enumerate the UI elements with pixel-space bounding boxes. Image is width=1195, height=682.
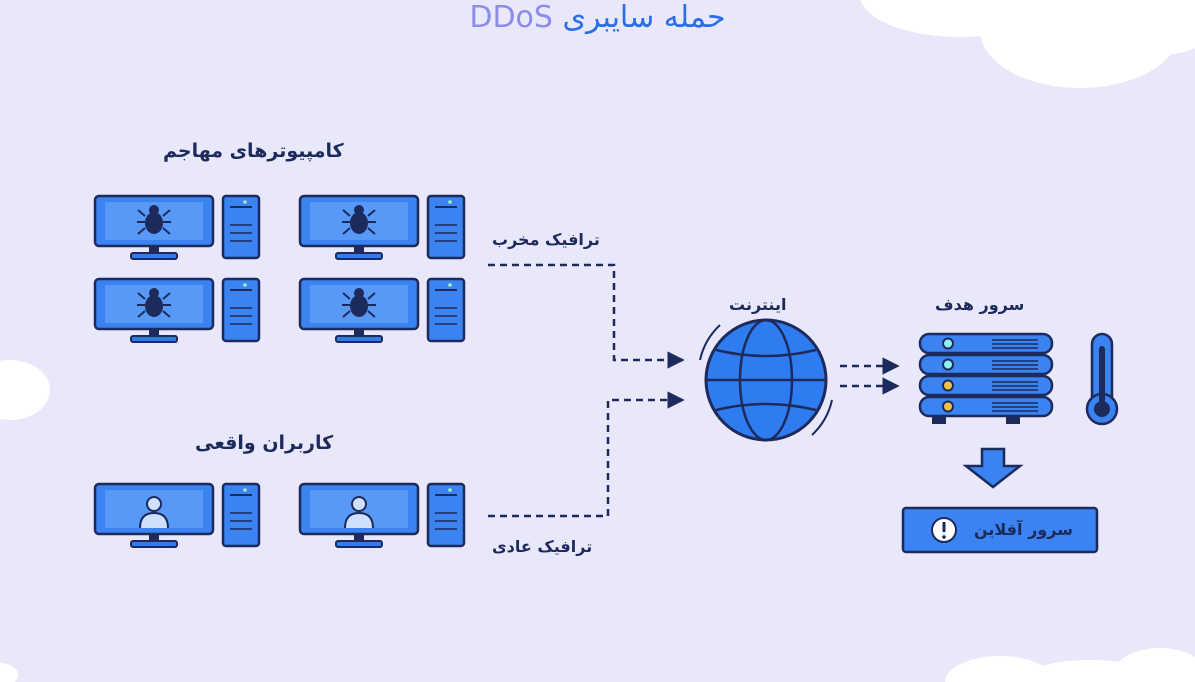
internet-label: اینترنت (729, 295, 787, 314)
globe-icon (699, 318, 833, 442)
page-title: حمله سایبری DDoS (0, 0, 1195, 35)
attacker-computer-icon (298, 194, 466, 261)
attacker-computer-icon (298, 277, 466, 344)
normal-traffic-arrow (488, 391, 685, 518)
target-server-label: سرور هدف (935, 295, 1025, 314)
cloud-left (0, 360, 50, 420)
malicious-traffic-arrow (488, 263, 685, 369)
user-computer-icon (93, 482, 261, 549)
title-persian: حمله سایبری (562, 0, 726, 35)
server-offline-box (901, 506, 1099, 554)
attacker-computer-icon (93, 194, 261, 261)
attacker-computer-icon (93, 277, 261, 344)
server-offline-label: سرور آفلاین (974, 520, 1073, 539)
attackers-label: کامپیوترهای مهاجم (163, 140, 344, 162)
cloud-bottom-left (0, 663, 18, 682)
cloud-bottom-right (945, 648, 1195, 682)
malicious-traffic-label: ترافیک مخرب (492, 230, 600, 249)
user-computer-icon (298, 482, 466, 549)
server-rack-icon (918, 332, 1054, 424)
title-ddos: DDoS (469, 0, 553, 35)
arrow-down-icon (962, 447, 1024, 489)
normal-traffic-label: ترافیک عادی (492, 537, 593, 556)
thermometer-icon (1085, 332, 1119, 426)
real-users-label: کاربران واقعی (195, 432, 334, 454)
cloud-top-right (860, 0, 1195, 88)
